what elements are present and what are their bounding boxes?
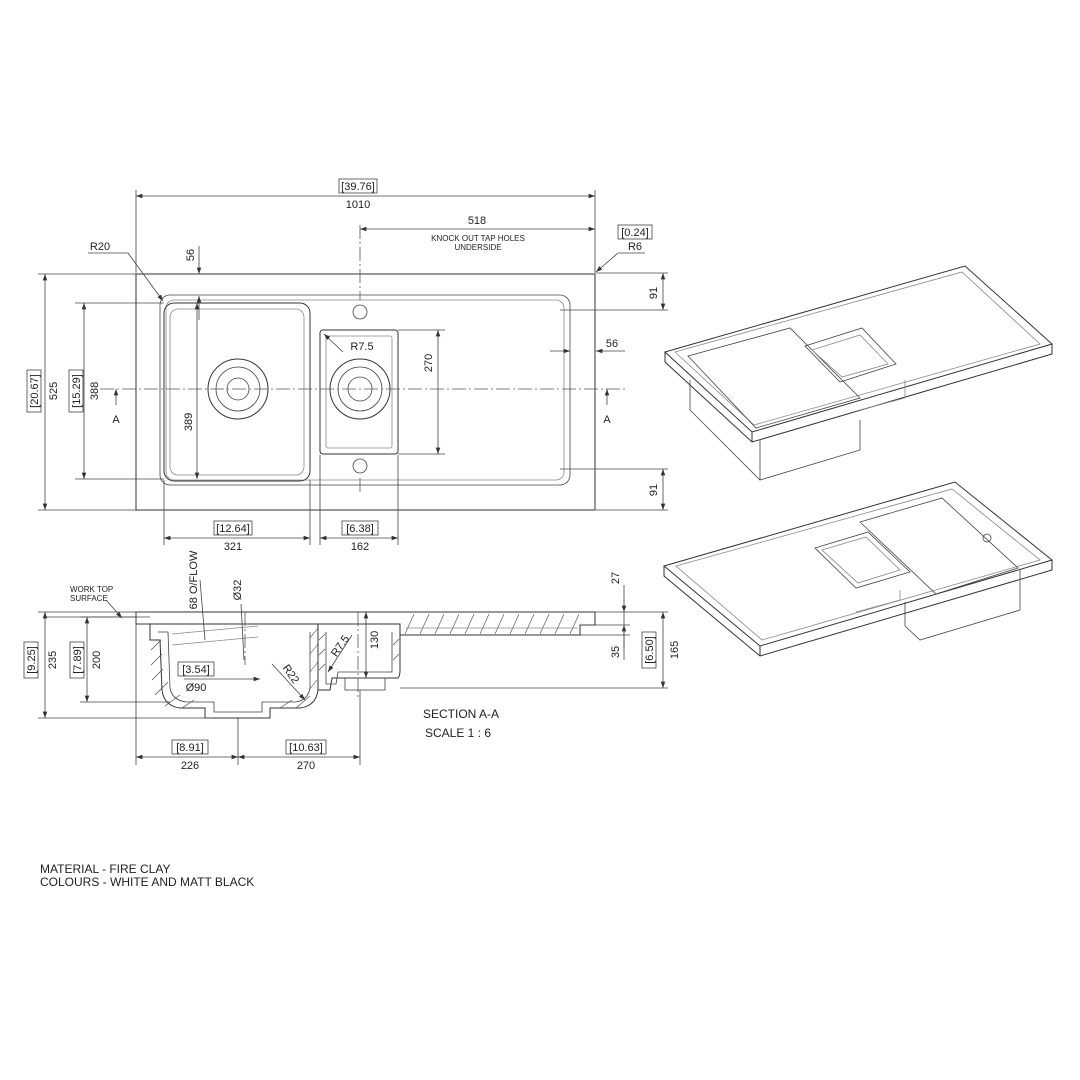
overall-height-in: [9.25] bbox=[26, 646, 38, 674]
small-bowl bbox=[319, 329, 399, 455]
section-title: SECTION A-A bbox=[423, 707, 499, 721]
small-bowl-radius: R7.5 bbox=[350, 341, 373, 353]
overall-depth-in: [20.67] bbox=[29, 374, 41, 408]
radius-small: R7.5 bbox=[329, 633, 352, 659]
inner-radius: R20 bbox=[90, 241, 110, 253]
waste-offset-in: [3.54] bbox=[182, 664, 210, 676]
material-note: MATERIAL - FIRE CLAY bbox=[40, 862, 170, 876]
drainer-thickness-mm: 35 bbox=[610, 646, 622, 658]
overflow-label: 68 O/FLOW bbox=[188, 550, 200, 609]
worktop-label-line1: WORK TOP bbox=[70, 585, 113, 594]
sink-outline bbox=[135, 273, 596, 511]
left-to-waste-mm: 226 bbox=[181, 760, 199, 772]
isometric-view-top bbox=[664, 265, 1054, 481]
corner-radius-mm: R6 bbox=[628, 241, 642, 253]
small-bowl-width-in: [6.38] bbox=[346, 523, 374, 535]
rim-height-mm: 27 bbox=[610, 572, 622, 584]
sink-inner-rim bbox=[159, 294, 571, 486]
small-bowl-len-mm: 270 bbox=[423, 354, 435, 372]
worktop-label-line2: SURFACE bbox=[70, 594, 108, 603]
plan-view: [39.76] 1010 518 KNOCK OUT TAP HOLES UND… bbox=[26, 178, 668, 553]
bowl-inner-mm: 389 bbox=[183, 413, 195, 431]
bowl-height-mm: 200 bbox=[91, 651, 103, 669]
section-scale: SCALE 1 : 6 bbox=[425, 726, 491, 740]
bowl-depth-in: [15.29] bbox=[71, 374, 83, 408]
waste-to-small-in: [10.63] bbox=[289, 742, 323, 754]
small-bowl-height-mm: 130 bbox=[369, 631, 381, 649]
waste-dia: Ø90 bbox=[186, 682, 207, 694]
tap-note-line2: UNDERSIDE bbox=[454, 243, 501, 252]
overflow-dia: Ø32 bbox=[232, 580, 244, 601]
section-mark-right: A bbox=[603, 414, 611, 426]
overall-height-mm: 235 bbox=[47, 651, 59, 669]
tap-offset-mm: 518 bbox=[468, 215, 486, 227]
left-to-waste-in: [8.91] bbox=[176, 742, 204, 754]
tap-hole-top bbox=[352, 304, 368, 320]
tap-hole-bottom bbox=[352, 458, 368, 474]
small-bowl-width-mm: 162 bbox=[351, 541, 369, 553]
right-rim-mm: 56 bbox=[606, 338, 618, 350]
total-height-mm: 165 bbox=[669, 641, 681, 659]
bottom-right-offset-mm: 91 bbox=[648, 484, 660, 496]
top-right-offset-mm: 91 bbox=[648, 287, 660, 299]
section-view: WORK TOP SURFACE bbox=[23, 550, 681, 772]
section-mark-left: A bbox=[112, 414, 120, 426]
isometric-view-bottom bbox=[662, 481, 1054, 657]
radius-large: R22 bbox=[280, 663, 301, 686]
total-height-in: [6.50] bbox=[644, 636, 656, 664]
top-rim-mm: 56 bbox=[185, 249, 197, 261]
overall-width-mm: 1010 bbox=[346, 199, 370, 211]
main-bowl bbox=[163, 302, 311, 482]
waste-to-small-mm: 270 bbox=[297, 760, 315, 772]
main-bowl-width-mm: 321 bbox=[224, 541, 242, 553]
main-bowl-width-in: [12.64] bbox=[216, 523, 250, 535]
colours-note: COLOURS - WHITE AND MATT BLACK bbox=[40, 875, 254, 889]
overall-width-in: [39.76] bbox=[341, 181, 375, 193]
corner-radius-in: [0.24] bbox=[621, 227, 649, 239]
bowl-height-in: [7.89] bbox=[72, 646, 84, 674]
overall-depth-mm: 525 bbox=[48, 382, 60, 400]
bowl-depth-mm: 388 bbox=[89, 382, 101, 400]
tap-note-line1: KNOCK OUT TAP HOLES bbox=[431, 234, 525, 243]
